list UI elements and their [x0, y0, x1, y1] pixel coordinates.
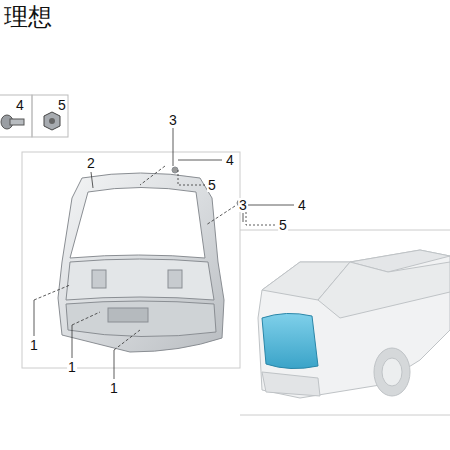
- brand-title: 理想: [4, 4, 52, 30]
- nut-icon: [44, 112, 60, 130]
- callout-number: 1: [109, 381, 119, 395]
- callout-number: 5: [57, 98, 67, 112]
- callout-number: 5: [207, 178, 217, 192]
- group-frame: [240, 415, 450, 416]
- callout-number: 4: [297, 198, 307, 212]
- callout-number: 4: [225, 153, 235, 167]
- callout-number: 2: [86, 156, 96, 170]
- callout-number: 1: [29, 338, 39, 352]
- group-frame: [240, 230, 450, 231]
- callout-number: 4: [15, 98, 25, 112]
- callout-number: 5: [278, 218, 288, 232]
- fastener-boxes: [0, 95, 68, 137]
- callout-number: 3: [238, 198, 248, 212]
- vehicle-locator: [258, 250, 450, 398]
- leader-lines: [34, 128, 294, 379]
- tailgate-panel: [58, 167, 243, 352]
- group-frame: [22, 152, 240, 368]
- callout-number: 1: [67, 360, 77, 374]
- callout-number: 3: [168, 113, 178, 127]
- bolt-icon: [1, 115, 24, 129]
